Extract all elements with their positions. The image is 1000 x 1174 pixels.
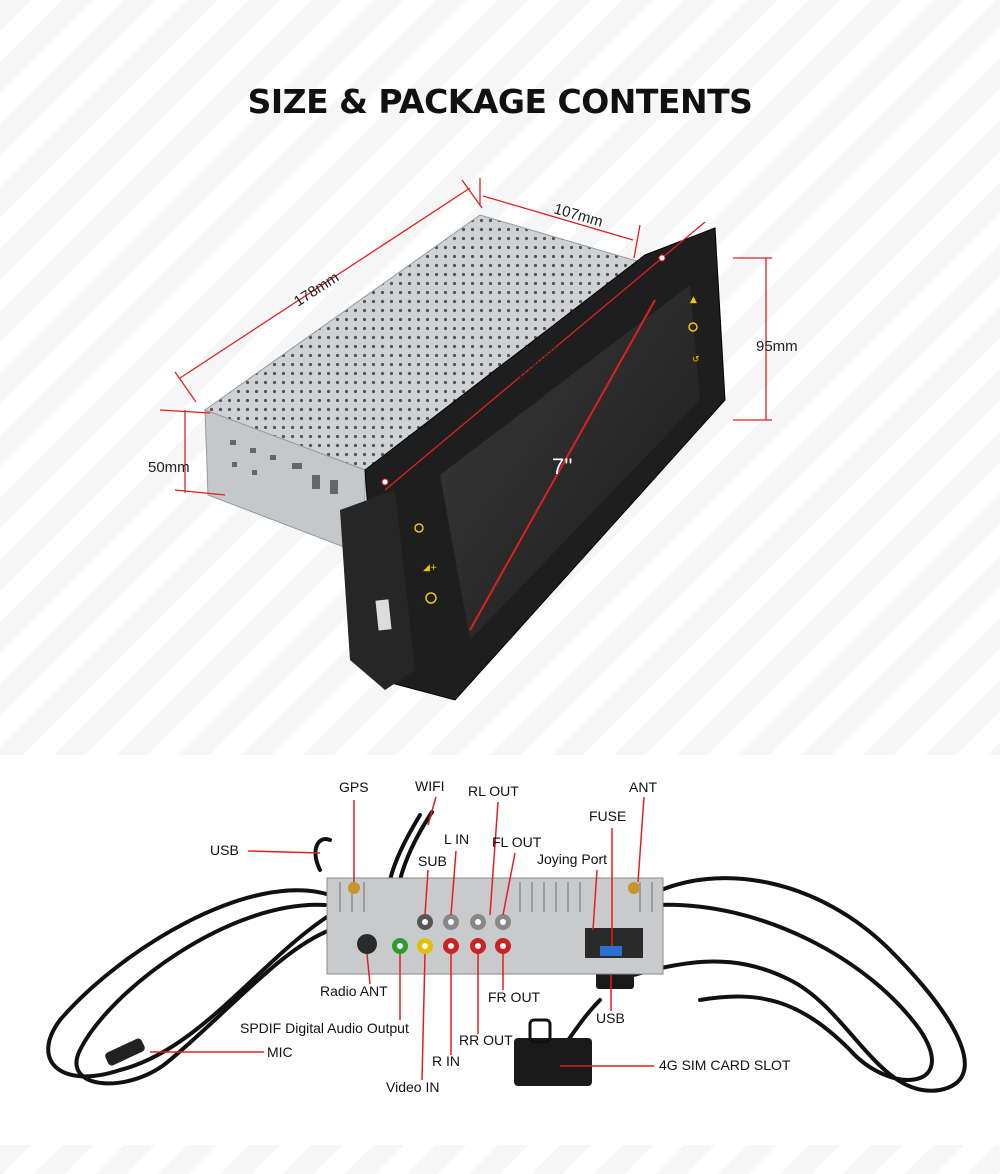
mic-connector <box>105 1038 145 1066</box>
label-r-in: R IN <box>432 1053 460 1069</box>
mounting-bracket <box>340 490 415 690</box>
page-title: SIZE & PACKAGE CONTENTS <box>247 82 753 121</box>
label-spdif: SPDIF Digital Audio Output <box>240 1020 409 1036</box>
gps-connector <box>348 882 360 894</box>
label-sim-slot: 4G SIM CARD SLOT <box>659 1057 791 1073</box>
leader-lines <box>150 796 654 1081</box>
label-joying-port: Joying Port <box>537 851 607 867</box>
label-gps: GPS <box>339 779 369 795</box>
dimension-lines <box>159 178 772 496</box>
label-radio-ant: Radio ANT <box>320 983 388 999</box>
depth-label: 178mm <box>291 269 342 311</box>
label-wifi: WIFI <box>415 778 445 794</box>
wiring-harness-illustration <box>46 810 967 1093</box>
label-ant: ANT <box>629 779 657 795</box>
height-label: 95mm <box>756 338 798 355</box>
screen-size-label: 7'' <box>552 454 573 479</box>
home-icon <box>688 322 698 332</box>
label-fl-out: FL OUT <box>492 834 542 850</box>
screen-diagonal-line <box>469 299 656 631</box>
back-icon <box>425 592 437 604</box>
label-usb-left: USB <box>210 842 239 858</box>
label-rl-out: RL OUT <box>468 783 519 799</box>
cables <box>46 810 967 1093</box>
label-mic: MIC <box>267 1044 293 1060</box>
power-icon <box>414 523 424 533</box>
chassis-side-holes <box>230 440 338 494</box>
label-sub: SUB <box>418 853 447 869</box>
body-height-label: 50mm <box>148 459 190 476</box>
nav-icon: ▲ <box>690 295 697 305</box>
label-rr-out: RR OUT <box>459 1032 513 1048</box>
bracket-slot <box>375 599 392 631</box>
front-touch-buttons: ◢+ ▲ ↺ <box>414 295 700 604</box>
dimension-dot-right <box>658 254 666 262</box>
sim-card-box <box>514 1038 592 1086</box>
display-screen <box>440 285 700 640</box>
chassis-ribs <box>339 882 653 912</box>
label-video-in: Video IN <box>386 1079 439 1095</box>
label-l-in: L IN <box>444 831 469 847</box>
volume-up-icon: ◢+ <box>423 563 437 573</box>
dimension-dot-left <box>381 478 389 486</box>
rca-jacks <box>357 914 511 954</box>
label-fuse: FUSE <box>589 808 626 824</box>
head-unit-illustration: ◢+ ▲ ↺ 7'' <box>203 214 726 701</box>
label-fr-out: FR OUT <box>488 989 541 1005</box>
body-width-label: 107mm <box>552 201 605 231</box>
ant-connector <box>628 882 640 894</box>
sim-card-tab <box>528 1018 552 1044</box>
fuse-block <box>600 946 622 956</box>
return-icon: ↺ <box>692 355 700 365</box>
footer-stripe <box>0 1145 1000 1174</box>
label-usb-right: USB <box>596 1010 625 1026</box>
